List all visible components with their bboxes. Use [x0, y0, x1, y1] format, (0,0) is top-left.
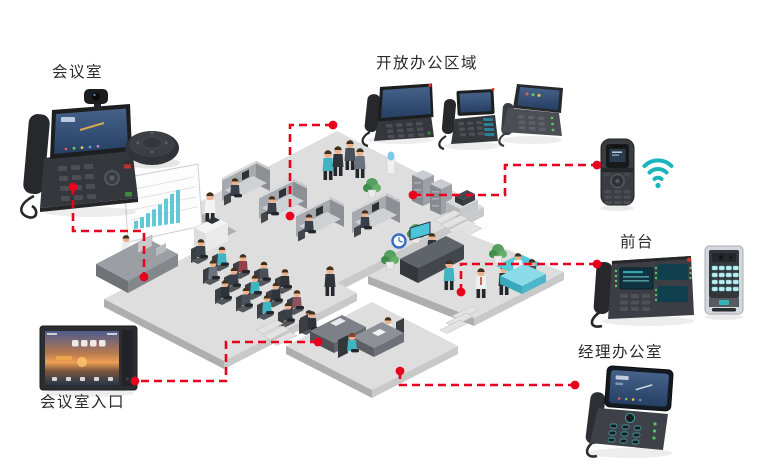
- connector-dect-handset: [413, 163, 597, 197]
- reception-platform: [368, 221, 564, 326]
- conference-speakerphone: [124, 131, 180, 169]
- video-conference-phone: [20, 89, 138, 219]
- connector-layer: [68, 120, 602, 390]
- connector-node: [456, 287, 466, 297]
- connector-manager-phone: [398, 371, 575, 387]
- connector-front-desk-phone: [459, 262, 597, 292]
- connector-node: [570, 380, 580, 390]
- connector-conference-room-phone: [71, 187, 146, 277]
- connector-node: [313, 337, 323, 347]
- connector-node: [139, 272, 149, 282]
- connector-node: [130, 376, 140, 386]
- connector-node: [285, 211, 295, 221]
- office-desk-right: [352, 322, 404, 357]
- av-desk: [96, 234, 178, 293]
- reception-phone-expansion: [590, 256, 694, 328]
- connector-node: [592, 160, 602, 170]
- connector-node: [592, 259, 602, 269]
- keypad: [620, 294, 650, 311]
- connector-node: [408, 190, 418, 200]
- keypad: [58, 164, 96, 201]
- wifi-icon: [642, 158, 674, 189]
- whiteboard-chart: [123, 163, 203, 243]
- small-office-platform: [286, 302, 458, 398]
- label-manager-office: 经理办公室: [578, 344, 664, 361]
- room-booking-tablet: [39, 325, 138, 391]
- ip-desk-phone-touchscreen: [361, 83, 434, 148]
- connector-node: [395, 366, 405, 376]
- connector-node: [68, 182, 78, 192]
- wall-clock: [391, 233, 407, 249]
- training-room-platform: [96, 163, 357, 369]
- auburn-hair: [348, 333, 356, 337]
- label-front-desk: 前台: [620, 234, 655, 251]
- water-cooler: [386, 151, 396, 175]
- label-open-office: 开放办公区域: [376, 55, 479, 72]
- office-illustration: [96, 131, 564, 398]
- reception-desk: [400, 236, 464, 283]
- connector-node: [328, 120, 338, 130]
- camera-module: [84, 89, 108, 110]
- label-conference-entrance: 会议室入口: [40, 394, 126, 411]
- ip-desk-phone-color: [438, 88, 498, 151]
- ip-desk-phone-tilt-screen: [498, 84, 563, 148]
- door-access-intercom: [704, 245, 744, 315]
- label-conference-room: 会议室: [52, 64, 104, 81]
- manager-video-phone: [585, 365, 674, 458]
- dect-cordless-handset: [600, 138, 635, 206]
- connector-entrance-tablet: [135, 340, 318, 383]
- connector-open-office-phones: [288, 123, 333, 216]
